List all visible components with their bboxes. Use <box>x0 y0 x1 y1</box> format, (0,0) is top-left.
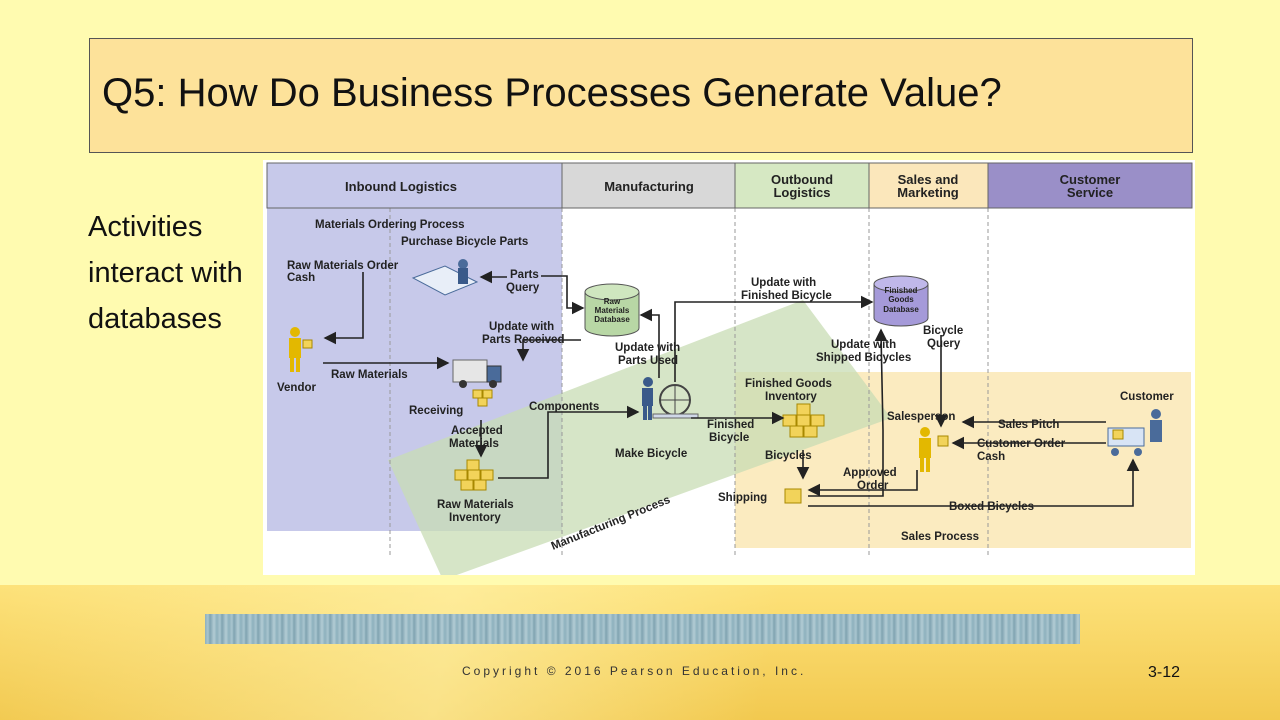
flow-boxed-bicycles: Boxed Bicycles <box>949 501 1034 513</box>
slide-title: Q5: How Do Business Processes Generate V… <box>102 71 1002 115</box>
header-manufacturing-label: Manufacturing <box>604 179 694 194</box>
manufacturing-band <box>388 300 891 575</box>
upr-line-1: Update with <box>489 321 554 333</box>
header-outbound <box>734 162 870 209</box>
accepted-line-1: Accepted <box>451 425 503 437</box>
raw-db-label-2: Materials <box>595 306 630 315</box>
header-inbound-label: Inbound Logistics <box>345 179 457 194</box>
fg-db-label-3: Database <box>883 305 919 314</box>
fb-line-2: Bicycle <box>709 432 749 444</box>
fg-inv-line-1: Finished Goods <box>745 378 832 390</box>
upr-line-2: Parts Received <box>482 334 564 346</box>
raw-inventory-boxes-icon <box>454 459 494 491</box>
raw-inv-line-2: Inventory <box>449 512 501 524</box>
title-box: Q5: How Do Business Processes Generate V… <box>89 38 1193 153</box>
finished-inventory-boxes-icon <box>782 403 825 438</box>
pq-line-2: Query <box>506 282 540 294</box>
raw-materials-database: Raw Materials Database <box>584 283 640 337</box>
salesperson-icon <box>919 427 949 472</box>
header-customer-line: Customer <box>1060 172 1121 187</box>
ufb-line-2: Finished Bicycle <box>741 290 832 302</box>
ao-line-1: Approved <box>843 467 897 479</box>
header-sales-line2: Marketing <box>897 185 958 200</box>
purchaser-icon <box>411 259 479 296</box>
accepted-line-2: Materials <box>449 438 499 450</box>
fg-inv-line-2: Inventory <box>765 391 817 403</box>
bq-line-2: Query <box>927 338 961 350</box>
page-number: 3-12 <box>1148 664 1181 681</box>
node-salesperson: Salesperson <box>887 411 955 423</box>
flow-sales-pitch: Sales Pitch <box>998 419 1059 431</box>
copyright-notice: Copyright © 2016 Pearson Education, Inc. <box>462 664 807 678</box>
fg-db-label-2: Goods <box>888 295 914 304</box>
header-customer-service <box>987 162 1193 209</box>
decorative-strip <box>205 614 1080 644</box>
bicycle-maker-icon <box>642 377 699 420</box>
node-bicycles: Bicycles <box>765 450 812 462</box>
node-shipping: Shipping <box>718 492 767 504</box>
ufb-line-1: Update with <box>751 277 816 289</box>
header-outbound-line: Outbound <box>771 172 833 187</box>
footer-band <box>0 585 1280 720</box>
header-sales-line: Sales and <box>898 172 959 187</box>
vendor-icon <box>289 327 313 372</box>
coc-line-2: Cash <box>977 451 1005 463</box>
coc-line-1: Customer Order <box>977 438 1066 450</box>
header-customer-line2: Service <box>1067 185 1113 200</box>
fb-line-1: Finished <box>707 419 754 431</box>
pq-line-1: Parts <box>510 269 539 281</box>
flow-raw-materials: Raw Materials <box>331 369 408 381</box>
rmoc-line-2: Cash <box>287 272 315 284</box>
usb-line-1: Update with <box>831 339 896 351</box>
header-outbound-line2: Logistics <box>773 185 830 200</box>
ao-line-2: Order <box>857 480 889 492</box>
node-receiving: Receiving <box>409 405 463 417</box>
side-caption: Activities interact with databases <box>88 211 243 335</box>
bq-line-1: Bicycle <box>923 325 963 337</box>
upu-line-2: Parts Used <box>618 355 678 367</box>
fg-db-label-1: Finished <box>885 286 918 295</box>
node-customer: Customer <box>1120 391 1174 403</box>
rmoc-line-1: Raw Materials Order <box>287 260 399 272</box>
node-make-bicycle: Make Bicycle <box>615 448 687 460</box>
finished-goods-database: Finished Goods Database <box>873 275 929 327</box>
node-purchase-bicycle-parts: Purchase Bicycle Parts <box>401 236 528 248</box>
usb-line-2: Shipped Bicycles <box>816 352 911 364</box>
sales-process-label: Sales Process <box>901 531 979 543</box>
customer-icon <box>1107 409 1162 456</box>
header-sales-marketing <box>868 162 989 209</box>
node-vendor: Vendor <box>277 382 317 394</box>
raw-inv-line-1: Raw Materials <box>437 499 514 511</box>
truck-icon <box>452 359 502 407</box>
raw-db-label-3: Database <box>594 315 630 324</box>
value-chain-diagram: Inbound Logistics Manufacturing Outbound… <box>263 160 1195 575</box>
shipping-box-icon <box>784 488 802 504</box>
flow-components: Components <box>529 401 599 413</box>
materials-ordering-label: Materials Ordering Process <box>315 219 465 231</box>
upu-line-1: Update with <box>615 342 680 354</box>
raw-db-label-1: Raw <box>604 297 621 306</box>
